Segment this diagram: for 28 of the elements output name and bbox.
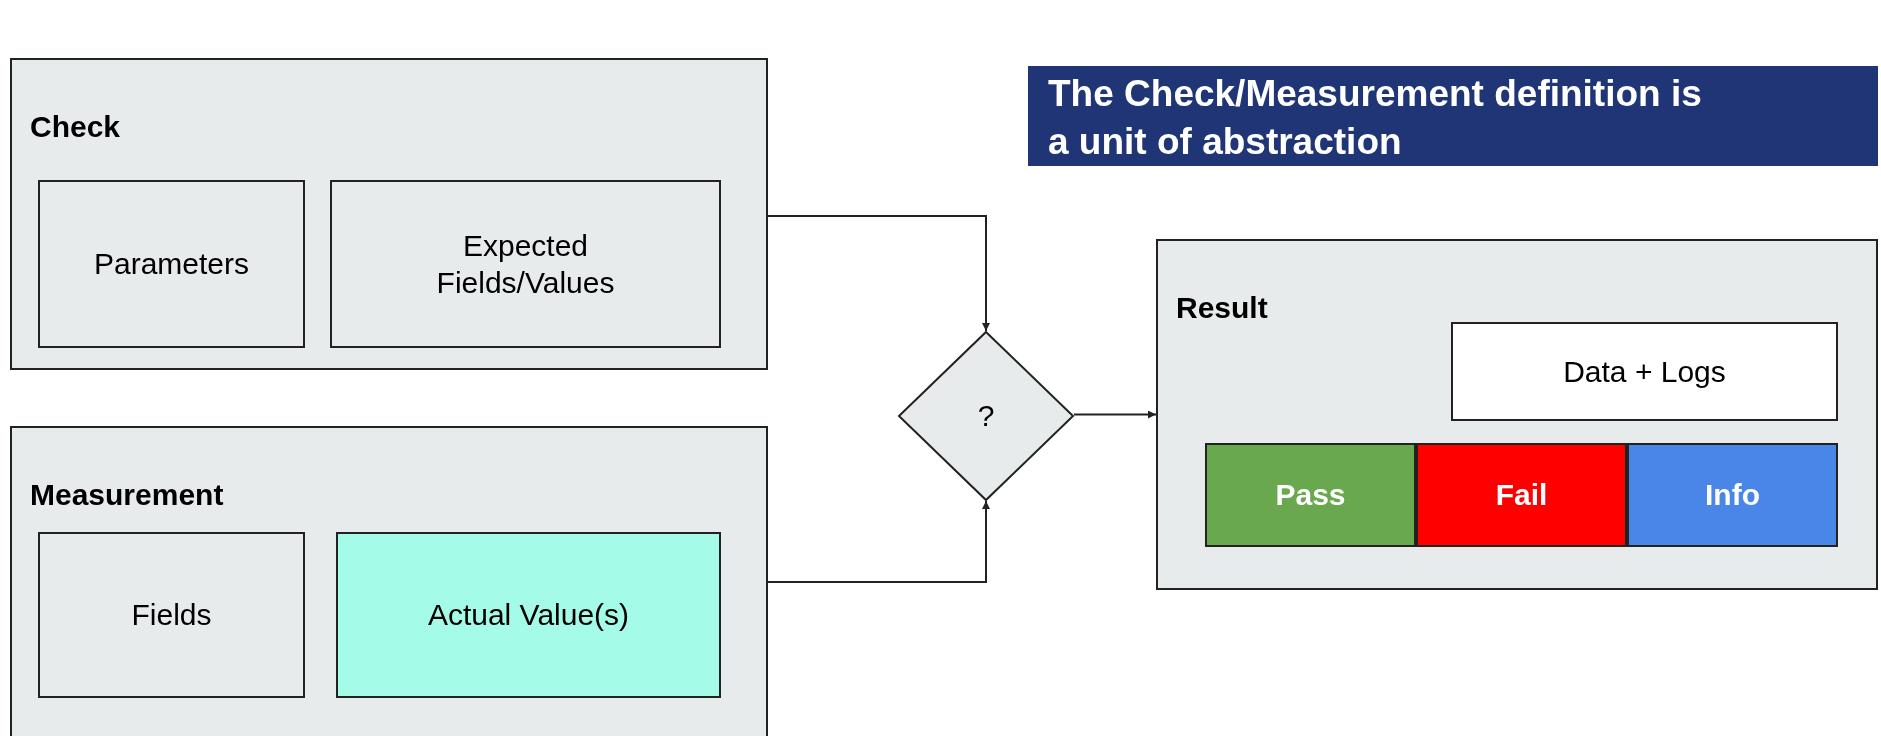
- box-label: Parameters: [93, 246, 250, 283]
- group-heading: Check: [30, 110, 121, 144]
- process-box: [330, 180, 721, 348]
- box-label: Data + Logs: [1563, 353, 1726, 390]
- title-banner: The Check/Measurement definition is a unit of abstraction: [1028, 66, 1878, 166]
- process-box: [38, 532, 305, 698]
- arrow: [767, 215, 990, 332]
- group-heading: Result: [1176, 291, 1268, 325]
- box-label: Actual Value(s): [427, 597, 630, 634]
- box-label: Fields: [131, 597, 212, 634]
- status-label: Fail: [1495, 477, 1548, 514]
- group-heading: Measurement: [30, 478, 224, 512]
- decision-diamond: [898, 331, 1074, 501]
- process-box: [336, 532, 721, 698]
- group-box: [10, 58, 768, 370]
- box-label: Expected Fields/Values: [435, 227, 616, 301]
- box-label: ?: [977, 398, 995, 435]
- arrow: [1073, 410, 1157, 419]
- arrow: [767, 500, 990, 583]
- status-box: [1416, 443, 1627, 547]
- status-box: [1627, 443, 1838, 547]
- process-box: [1451, 322, 1838, 421]
- status-box: [1205, 443, 1416, 547]
- group-box: [1156, 239, 1878, 590]
- group-box: [10, 426, 768, 736]
- process-box: [38, 180, 305, 348]
- status-label: Pass: [1275, 477, 1346, 514]
- status-label: Info: [1705, 477, 1760, 514]
